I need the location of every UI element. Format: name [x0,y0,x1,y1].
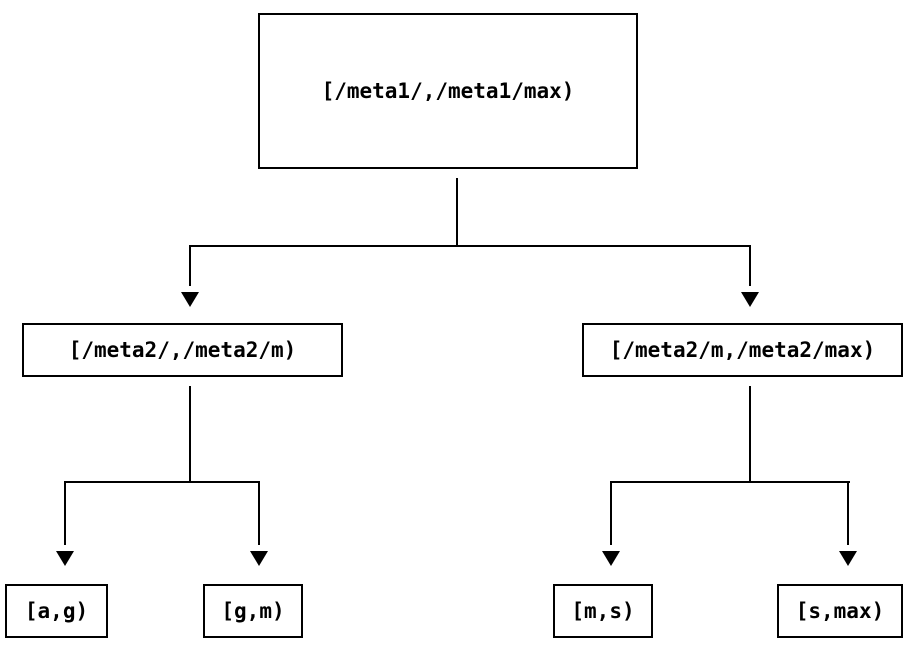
connector-line [64,481,260,483]
arrow-down-icon [56,551,74,566]
connector-line [749,245,751,286]
connector-line [189,245,191,286]
connector-line [64,481,66,545]
connector-line [749,386,751,482]
connector-line [456,178,458,246]
connector-line [189,386,191,482]
connector-line [258,481,260,545]
arrow-down-icon [602,551,620,566]
arrow-down-icon [250,551,268,566]
node-meta1-range: [/meta1/,/meta1/max) [258,13,638,169]
node-meta2-high-range: [/meta2/m,/meta2/max) [582,323,903,377]
arrow-down-icon [181,292,199,307]
connector-line [610,481,612,545]
node-meta2-low-range: [/meta2/,/meta2/m) [22,323,343,377]
arrow-down-icon [839,551,857,566]
connector-line [189,245,751,247]
connector-line [610,481,850,483]
node-ag-range: [a,g) [5,584,108,638]
node-smax-range: [s,max) [777,584,903,638]
connector-line [847,481,849,545]
node-ms-range: [m,s) [553,584,653,638]
arrow-down-icon [741,292,759,307]
node-gm-range: [g,m) [203,584,303,638]
